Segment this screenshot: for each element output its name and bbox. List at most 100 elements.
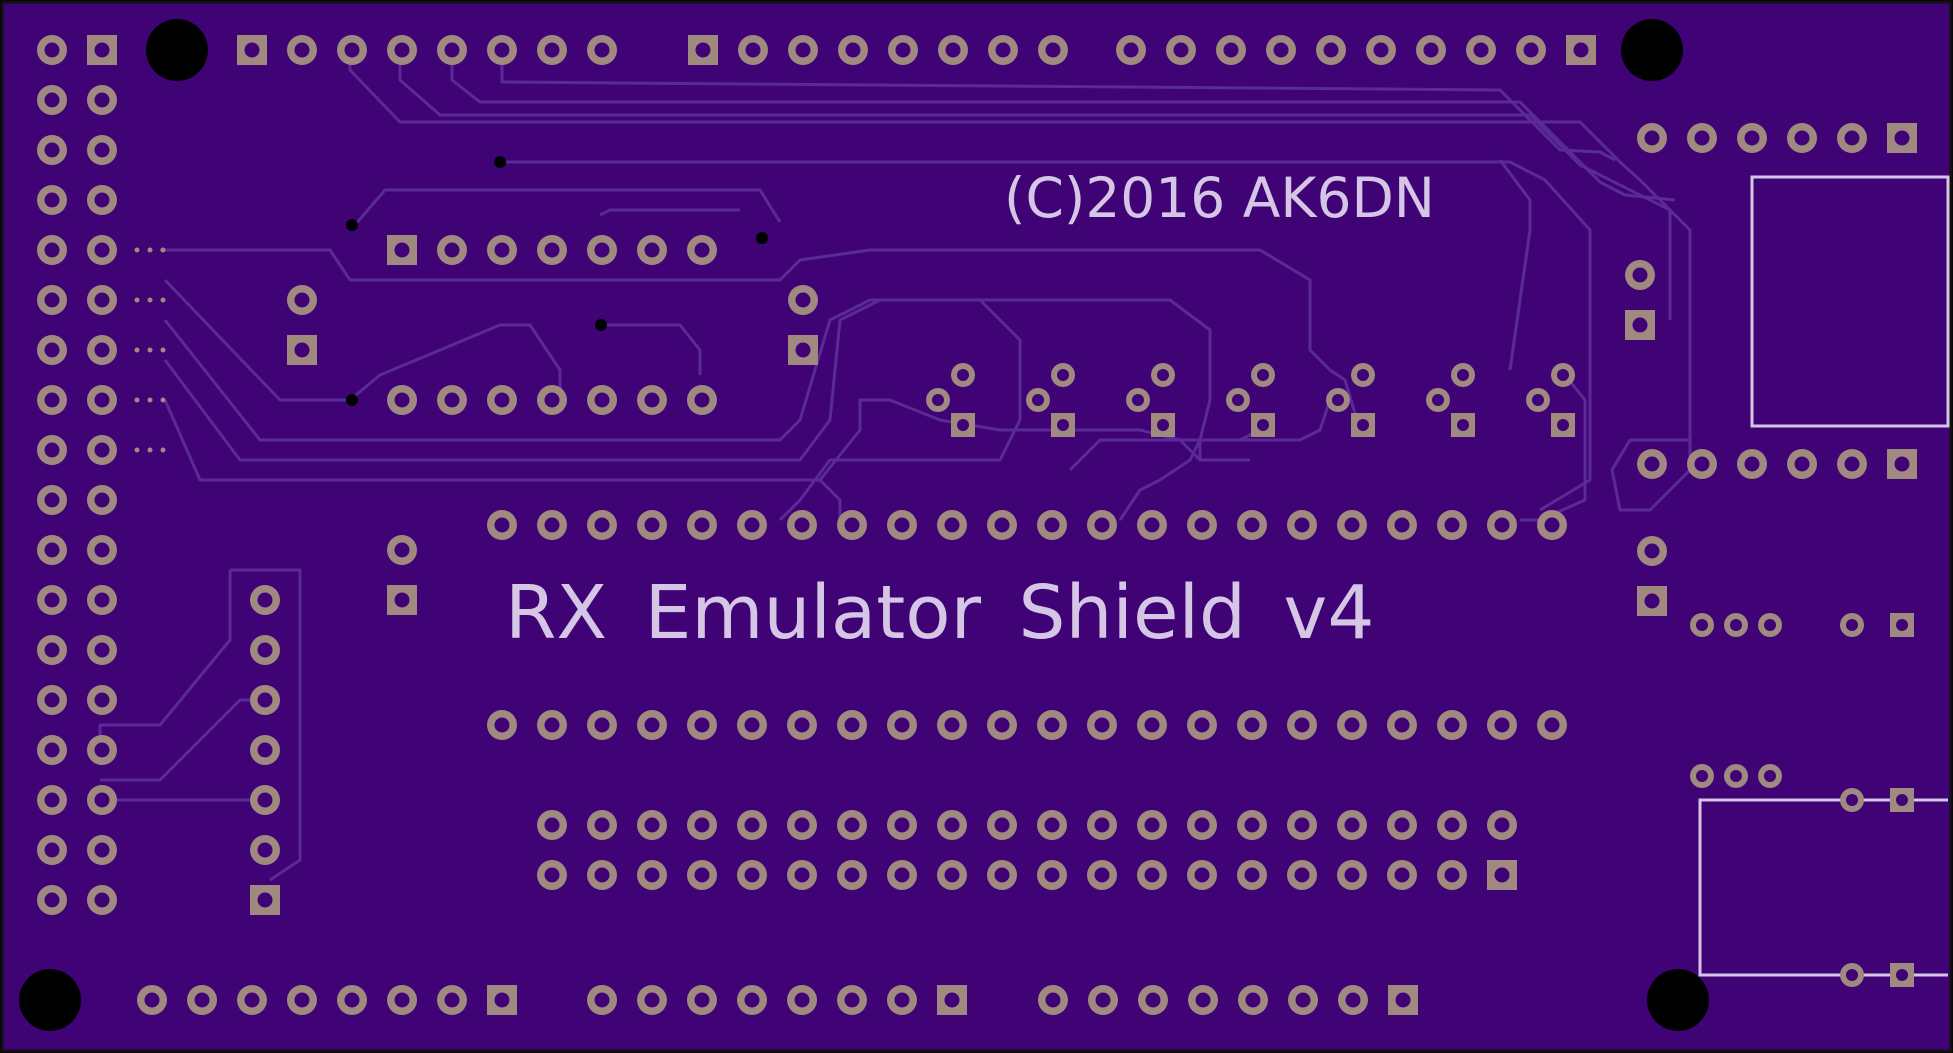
drill-hole: [795, 42, 811, 58]
drill-hole: [1344, 867, 1360, 883]
drill-hole: [744, 867, 760, 883]
drill-hole: [1423, 42, 1439, 58]
via: [346, 394, 358, 406]
trace-dot: [160, 247, 166, 253]
drill-hole: [94, 392, 110, 408]
drill-hole: [1444, 817, 1460, 833]
drill-hole: [844, 867, 860, 883]
drill-hole: [1044, 517, 1060, 533]
drill-hole: [1357, 419, 1369, 431]
drill-hole: [544, 867, 560, 883]
drill-hole: [945, 42, 961, 58]
drill-hole: [1444, 517, 1460, 533]
drill-hole: [257, 642, 273, 658]
drill-hole: [44, 292, 60, 308]
drill-hole: [1373, 42, 1389, 58]
drill-hole: [944, 817, 960, 833]
trace: [818, 478, 842, 520]
mounting-hole: [146, 19, 208, 81]
trace-dot: [160, 347, 166, 353]
drill-hole: [1444, 717, 1460, 733]
drill-hole: [544, 42, 560, 58]
drill-hole: [257, 892, 273, 908]
drill-hole: [594, 517, 610, 533]
trace-dot: [134, 297, 140, 303]
trace-dot: [134, 347, 140, 353]
drill-hole: [1694, 456, 1710, 472]
drill-hole: [794, 867, 810, 883]
drill-hole: [1223, 42, 1239, 58]
via: [494, 156, 506, 168]
trace: [600, 188, 782, 223]
drill-hole: [794, 817, 810, 833]
drill-hole: [594, 42, 610, 58]
drill-hole: [44, 692, 60, 708]
drill-hole: [794, 717, 810, 733]
drill-hole: [1345, 992, 1361, 1008]
drill-hole: [494, 992, 510, 1008]
drill-hole: [1694, 130, 1710, 146]
trace: [230, 568, 302, 882]
drill-hole: [1294, 867, 1310, 883]
drill-hole: [794, 992, 810, 1008]
mounting-holes: [19, 19, 1709, 1031]
drill-hole: [844, 992, 860, 1008]
drill-hole: [1744, 130, 1760, 146]
drill-hole: [394, 42, 410, 58]
drill-hole: [1123, 42, 1139, 58]
drill-hole: [1644, 543, 1660, 559]
drill-hole: [894, 817, 910, 833]
drill-hole: [944, 517, 960, 533]
trace: [160, 248, 1362, 431]
drill-hole: [44, 842, 60, 858]
drill-hole: [995, 42, 1011, 58]
drill-hole: [694, 392, 710, 408]
via: [346, 219, 358, 231]
drill-hole: [1744, 456, 1760, 472]
drill-hole: [257, 692, 273, 708]
drill-hole: [1557, 419, 1569, 431]
drill-hole: [1844, 130, 1860, 146]
drill-hole: [1896, 619, 1908, 631]
drill-hole: [44, 642, 60, 658]
drill-hole: [444, 392, 460, 408]
trace-dot: [147, 297, 153, 303]
trace-dot: [160, 297, 166, 303]
drill-hole: [1044, 867, 1060, 883]
trace-dot: [134, 247, 140, 253]
drill-hole: [744, 817, 760, 833]
drill-hole: [44, 142, 60, 158]
trace: [1068, 428, 1261, 472]
trace-dot: [134, 397, 140, 403]
drill-hole: [1444, 867, 1460, 883]
drill-hole: [944, 867, 960, 883]
drill-hole: [1294, 817, 1310, 833]
drill-hole: [394, 592, 410, 608]
drill-hole: [944, 717, 960, 733]
trace: [353, 188, 600, 226]
drill-hole: [594, 717, 610, 733]
drill-hole: [94, 92, 110, 108]
drill-hole: [594, 867, 610, 883]
drill-hole: [795, 292, 811, 308]
drill-hole: [1244, 517, 1260, 533]
drill-hole: [1544, 517, 1560, 533]
drill-hole: [394, 242, 410, 258]
drill-hole: [544, 717, 560, 733]
drill-hole: [594, 817, 610, 833]
drill-hole: [1794, 456, 1810, 472]
drill-hole: [894, 867, 910, 883]
via: [595, 319, 607, 331]
drill-hole: [594, 242, 610, 258]
drill-hole: [1057, 419, 1069, 431]
drill-hole: [44, 542, 60, 558]
drill-hole: [1244, 867, 1260, 883]
drill-hole: [1846, 794, 1858, 806]
drill-hole: [1764, 770, 1776, 782]
drill-hole: [1044, 817, 1060, 833]
drill-hole: [244, 42, 260, 58]
drill-hole: [1094, 867, 1110, 883]
drill-hole: [1532, 394, 1544, 406]
drill-hole: [1730, 770, 1742, 782]
